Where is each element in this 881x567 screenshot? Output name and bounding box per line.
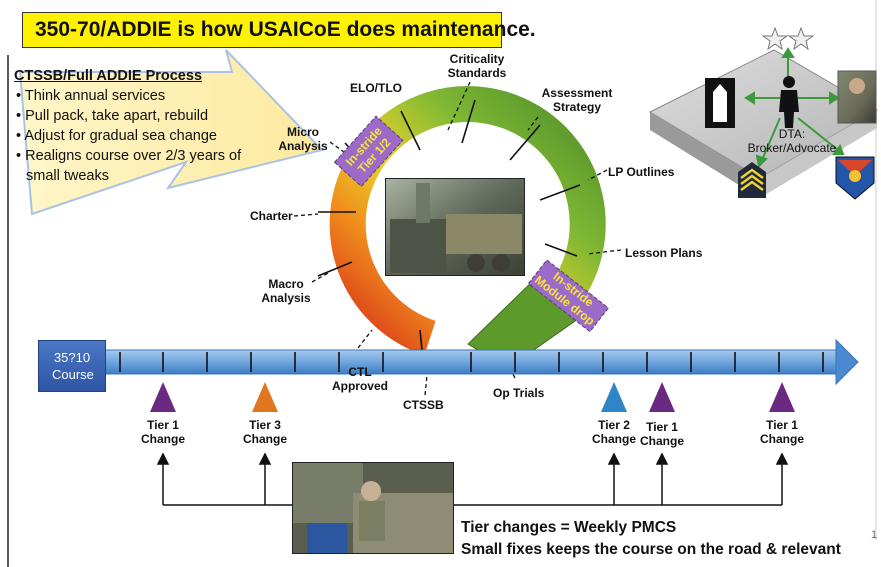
change-label: Tier 3 Change: [243, 418, 288, 446]
stage-criticality: Criticality Standards: [447, 52, 507, 80]
dta-label: DTA: Broker/Advocate: [747, 127, 837, 155]
unit-patch-icon: [835, 156, 875, 200]
stage-charter: Charter: [250, 209, 293, 223]
slide-title: 350-70/ADDIE is how USAICoE does mainten…: [22, 12, 536, 48]
instride-module-box: [527, 259, 610, 333]
process-bullet: Adjust for gradual sea change: [14, 126, 294, 146]
tank-maintenance-photo: [385, 178, 525, 276]
stage-lp-outlines: LP Outlines: [608, 165, 675, 179]
summary-line-1: Tier changes = Weekly PMCS: [461, 519, 677, 536]
process-bullet: Realigns course over 2/3 years of small …: [14, 146, 276, 186]
course-box: 35?10 Course: [38, 340, 106, 392]
course-label: 35?10 Course: [52, 350, 94, 382]
change-label: Tier 1 Change: [640, 420, 685, 448]
stage-micro-analysis: Micro Analysis: [278, 125, 328, 153]
process-bullet-list: Think annual services Pull pack, take ap…: [14, 86, 294, 186]
repair-photo-art: [293, 463, 453, 553]
process-bullet: Think annual services: [14, 86, 294, 106]
vehicle-repair-photo: [292, 462, 454, 554]
timeline-ticks: [119, 352, 824, 372]
process-heading: CTSSB/Full ADDIE Process: [14, 68, 203, 84]
star-icon: [761, 26, 789, 51]
person-silhouette-icon: [779, 76, 799, 128]
tier2-change-marker: [601, 382, 627, 412]
stage-ctssb: CTSSB: [403, 398, 444, 412]
change-connectors: [156, 452, 789, 506]
timeline-arrowhead: [835, 338, 859, 386]
stage-assessment: Assessment Strategy: [541, 86, 613, 114]
summary-line-2: Small fixes keeps the course on the road…: [461, 541, 841, 558]
page-number: 1: [871, 529, 878, 541]
dta-arrows: [744, 47, 845, 169]
summary-text: Tier changes = Weekly PMCS Small fixes k…: [461, 517, 841, 561]
process-notes: CTSSB/Full ADDIE Process Think annual se…: [14, 66, 294, 186]
change-label: Tier 2 Change: [592, 418, 637, 446]
change-label: Tier 1 Change: [760, 418, 805, 446]
tier1-change-marker: [150, 382, 176, 412]
change-label: Tier 1 Change: [141, 418, 186, 446]
tier3-change-marker: [252, 382, 278, 412]
stage-ctl-approved: CTL Approved: [331, 365, 388, 393]
rank-insignia-icon: [738, 162, 766, 198]
stage-macro-analysis: Macro Analysis: [261, 277, 311, 305]
star-icon: [787, 26, 815, 51]
instride-tier-box: [333, 115, 404, 188]
stage-op-trials: Op Trials: [493, 386, 545, 400]
timeline-bar: [95, 349, 837, 375]
tier1-change-marker: [649, 382, 675, 412]
tier1-change-marker: [769, 382, 795, 412]
process-bullet: Pull pack, take apart, rebuild: [14, 106, 294, 126]
addie-cycle-ring: [329, 86, 606, 356]
stage-elo-tlo: ELO/TLO: [350, 81, 402, 95]
stage-lesson-plans: Lesson Plans: [625, 246, 703, 260]
tank-photo-art: [386, 179, 524, 275]
dta-platform: [648, 49, 878, 198]
